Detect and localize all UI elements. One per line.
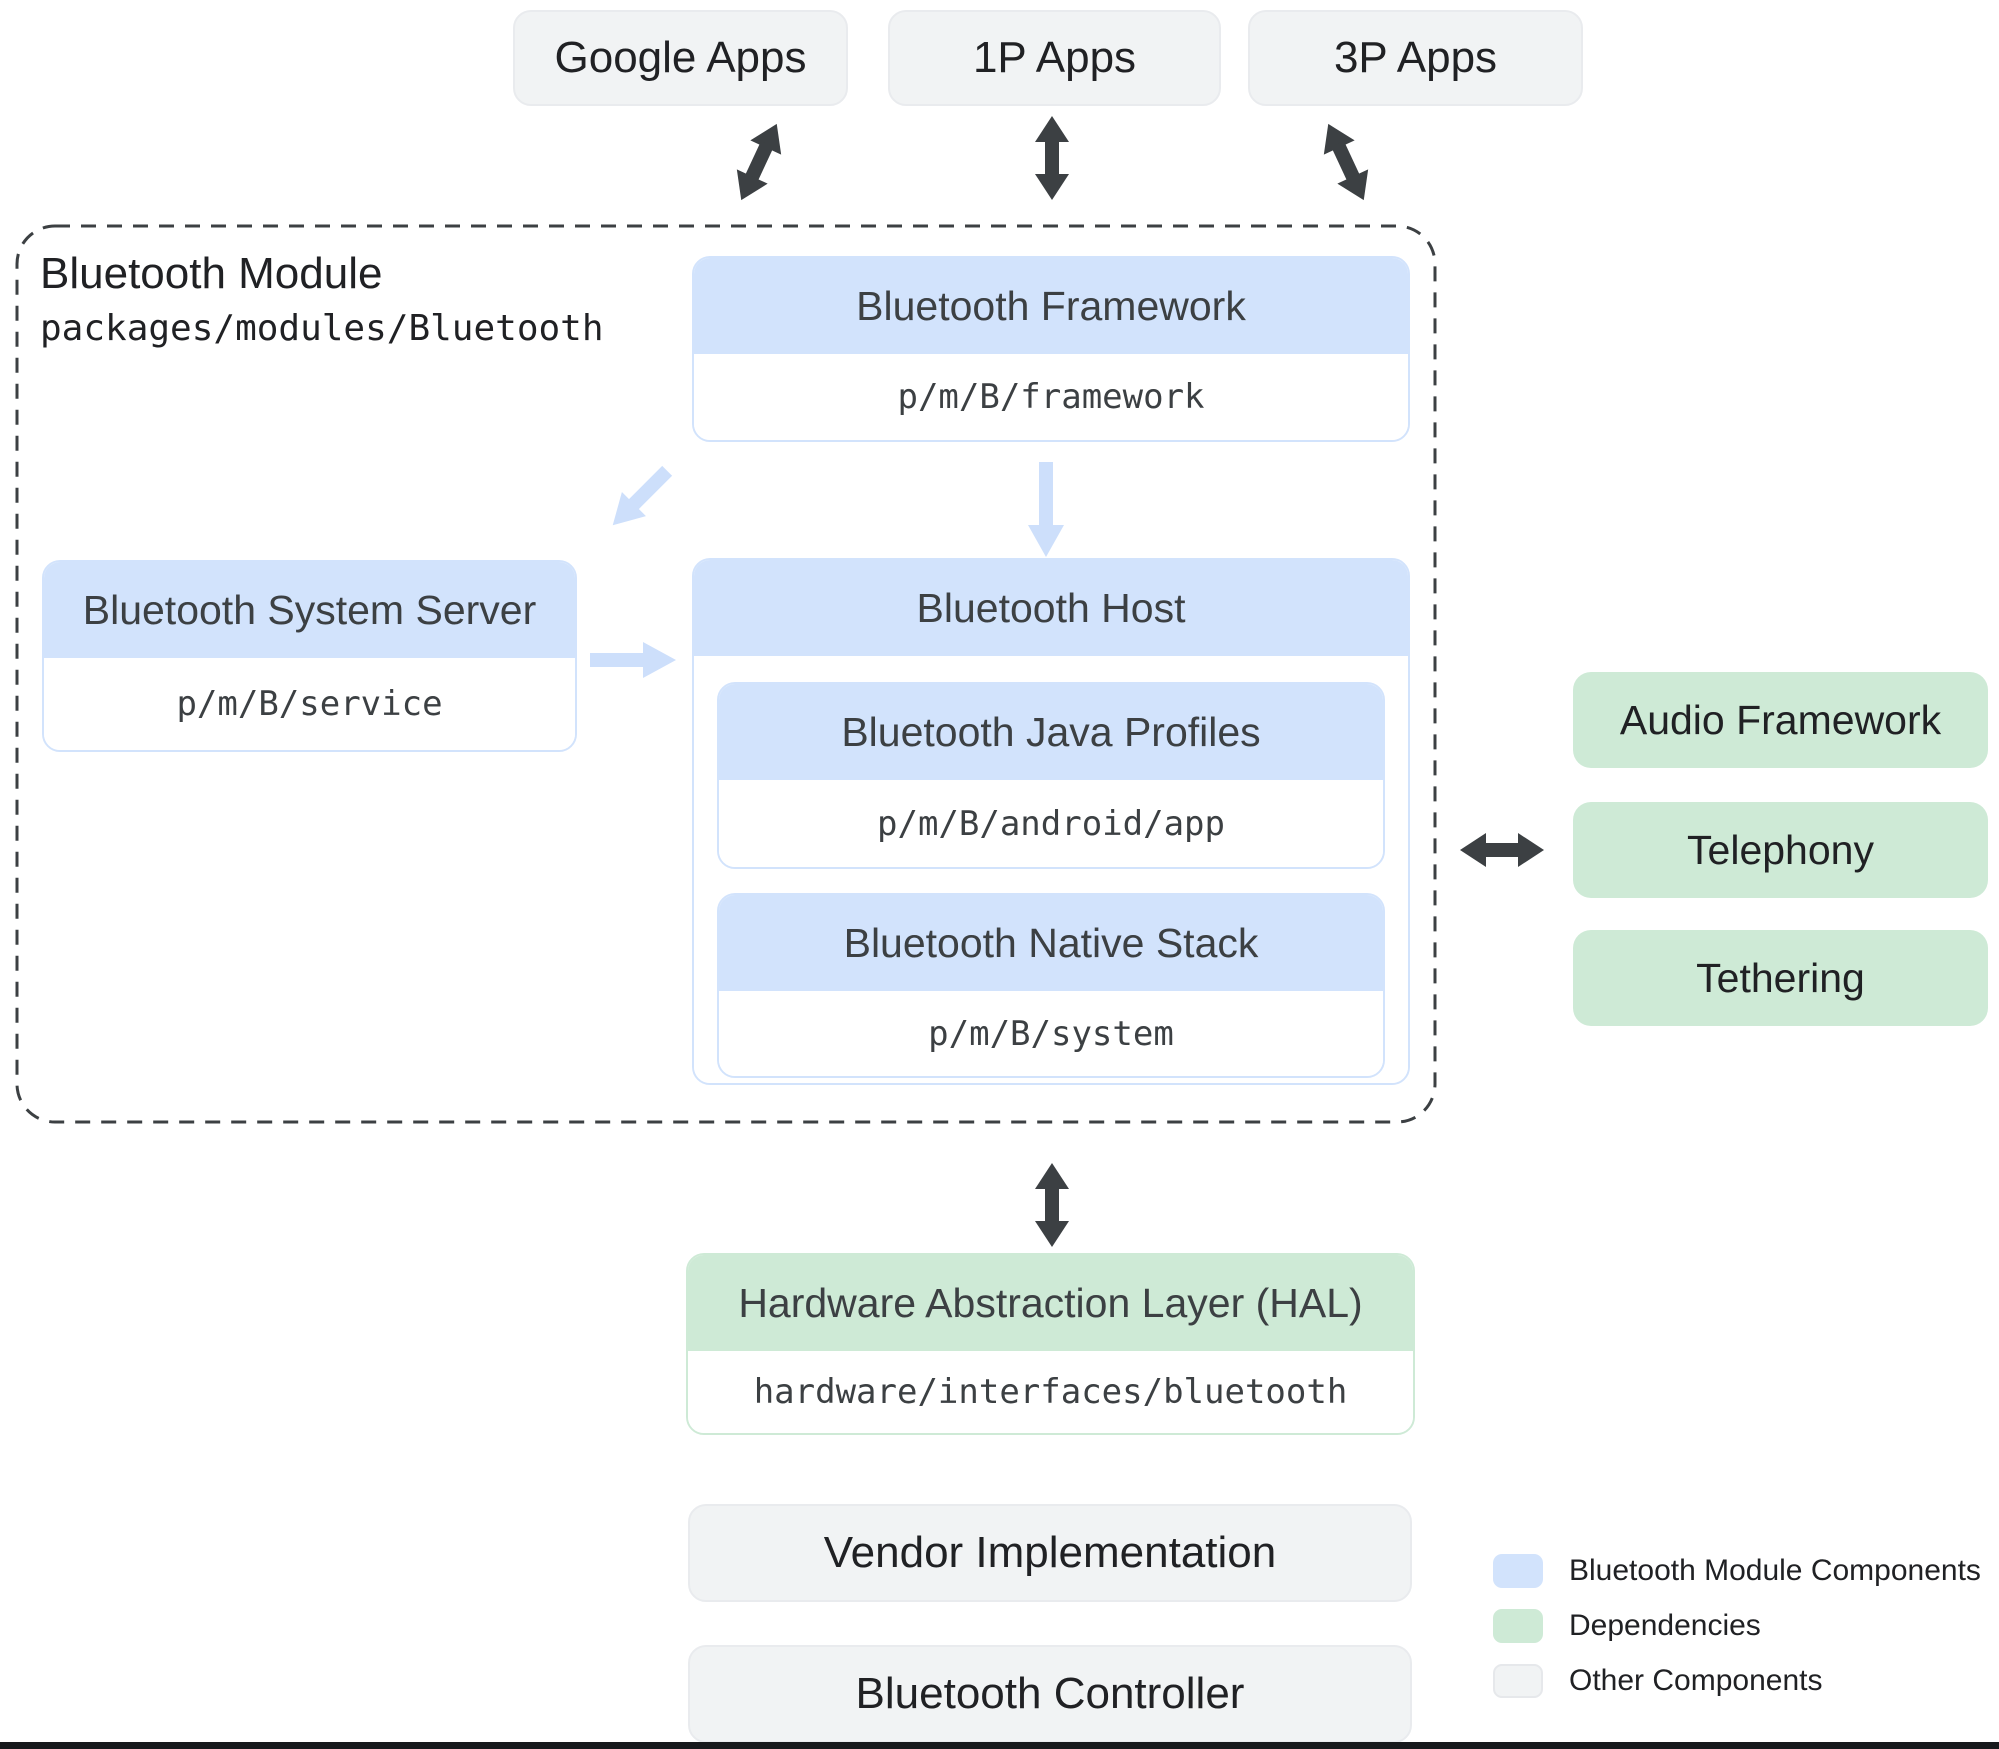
3p-apps-label: 3P Apps (1333, 33, 1498, 82)
box-bluetooth-controller: Bluetooth Controller (688, 1645, 1412, 1743)
module-path: packages/modules/Bluetooth (40, 307, 604, 349)
bluetooth-framework-path: p/m/B/framework (694, 354, 1408, 440)
module-label: Bluetooth Module packages/modules/Blueto… (40, 248, 604, 350)
box-vendor-implementation: Vendor Implementation (688, 1504, 1412, 1602)
box-telephony: Telephony (1573, 802, 1988, 898)
module-to-hal-arrow (1035, 1163, 1069, 1247)
bluetooth-system-server-path: p/m/B/service (44, 658, 575, 750)
vendor-implementation-label: Vendor Implementation (823, 1528, 1277, 1577)
1p-apps-module-arrow (1035, 116, 1069, 200)
legend-label: Dependencies (1569, 1609, 1761, 1642)
legend-label: Other Components (1569, 1664, 1823, 1697)
box-1p-apps: 1P Apps (888, 10, 1221, 106)
bluetooth-module-container: Bluetooth Module packages/modules/Blueto… (15, 224, 1437, 1124)
bluetooth-native-stack-path: p/m/B/system (719, 991, 1383, 1076)
google-apps-label: Google Apps (554, 33, 807, 82)
3p-apps-module-arrow (1323, 123, 1369, 201)
bottom-border-bar (0, 1742, 1999, 1749)
tethering-label: Tethering (1696, 954, 1865, 1001)
bluetooth-controller-label: Bluetooth Controller (855, 1669, 1245, 1718)
framework-to-system-server-arrow (612, 465, 673, 526)
box-tethering: Tethering (1573, 930, 1988, 1026)
legend-item-dependencies: Dependencies (1493, 1609, 1981, 1643)
legend: Bluetooth Module Components Dependencies… (1493, 1554, 1981, 1698)
hal-path: hardware/interfaces/bluetooth (688, 1351, 1413, 1433)
1p-apps-label: 1P Apps (972, 33, 1137, 82)
legend-item-other-components: Other Components (1493, 1664, 1981, 1698)
bluetooth-host-body: Bluetooth Java Profiles p/m/B/android/ap… (694, 656, 1408, 1083)
bluetooth-system-server-title: Bluetooth System Server (44, 562, 575, 658)
box-hal: Hardware Abstraction Layer (HAL) hardwar… (686, 1253, 1415, 1435)
module-to-dependencies-arrow (1460, 833, 1544, 867)
system-server-to-host-arrow (590, 642, 676, 678)
audio-framework-label: Audio Framework (1619, 696, 1942, 743)
google-apps-module-arrow (736, 123, 782, 201)
box-google-apps: Google Apps (513, 10, 848, 106)
legend-swatch-blue (1493, 1554, 1543, 1588)
bluetooth-host-title: Bluetooth Host (694, 560, 1408, 656)
legend-swatch-green (1493, 1609, 1543, 1643)
module-dashed-border (15, 224, 1437, 1124)
box-bluetooth-system-server: Bluetooth System Server p/m/B/service (42, 560, 577, 752)
module-title: Bluetooth Module (40, 249, 383, 298)
box-bluetooth-framework: Bluetooth Framework p/m/B/framework (692, 256, 1410, 442)
bluetooth-native-stack-title: Bluetooth Native Stack (719, 895, 1383, 991)
hal-title: Hardware Abstraction Layer (HAL) (688, 1255, 1413, 1351)
bluetooth-java-profiles-title: Bluetooth Java Profiles (719, 684, 1383, 780)
bluetooth-framework-title: Bluetooth Framework (694, 258, 1408, 354)
box-bluetooth-java-profiles: Bluetooth Java Profiles p/m/B/android/ap… (717, 682, 1385, 869)
legend-swatch-gray (1493, 1664, 1543, 1698)
bluetooth-java-profiles-path: p/m/B/android/app (719, 780, 1383, 867)
legend-item-module-components: Bluetooth Module Components (1493, 1554, 1981, 1588)
telephony-label: Telephony (1687, 826, 1874, 873)
box-bluetooth-host: Bluetooth Host Bluetooth Java Profiles p… (692, 558, 1410, 1085)
legend-label: Bluetooth Module Components (1569, 1554, 1981, 1587)
framework-to-host-arrow (1028, 462, 1064, 557)
box-3p-apps: 3P Apps (1248, 10, 1583, 106)
box-bluetooth-native-stack: Bluetooth Native Stack p/m/B/system (717, 893, 1385, 1078)
box-audio-framework: Audio Framework (1573, 672, 1988, 768)
